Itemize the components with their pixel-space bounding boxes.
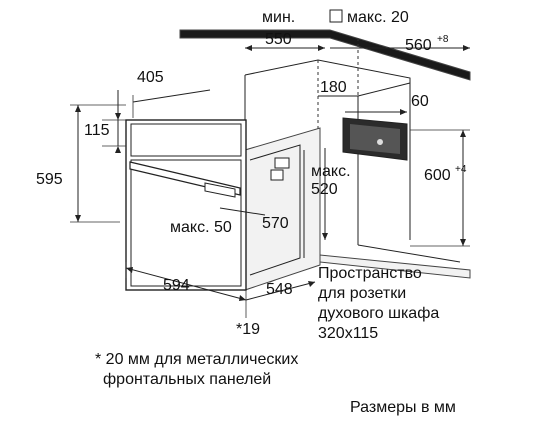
- label-405: 405: [137, 69, 164, 86]
- label-550: 550: [265, 31, 292, 48]
- dim-line-594: [125, 267, 247, 301]
- label-19: *19: [236, 321, 260, 338]
- cabinet-top-slab: [179, 29, 471, 81]
- oven-control-panel: [130, 123, 242, 157]
- label-min: мин.: [262, 9, 295, 26]
- oven-handle-grip: [204, 182, 236, 198]
- socket-note-line1: Пространство: [318, 265, 422, 282]
- oven-side-panel: [244, 127, 321, 291]
- label-520: 520: [311, 181, 338, 198]
- label-560: 560: [405, 37, 432, 54]
- footnote-line1: * 20 мм для металлических: [95, 351, 298, 368]
- cabinet-back-edge: [244, 59, 411, 83]
- label-max20: макс. 20: [347, 9, 409, 26]
- labels: мин. макс. 20 550 560 +8 405 180 60 115 …: [36, 9, 467, 416]
- label-560-tol: +8: [437, 34, 449, 45]
- cabinet-floor-back: [357, 244, 461, 263]
- label-570: 570: [262, 215, 289, 232]
- socket-plug-icon: [377, 139, 383, 145]
- dim-line-max50: [219, 207, 266, 216]
- label-600: 600: [424, 167, 451, 184]
- units-note: Размеры в мм: [350, 399, 456, 416]
- label-60: 60: [411, 93, 429, 110]
- socket-note-line4: 320x115: [318, 325, 378, 342]
- label-max: макс.: [311, 163, 351, 180]
- socket-note-line3: духового шкафа: [318, 305, 439, 322]
- socket-note-line2: для розетки: [318, 285, 406, 302]
- socket-inner-shape: [350, 124, 400, 154]
- label-594: 594: [163, 277, 190, 294]
- dim-line-405: [132, 89, 211, 103]
- label-600-tol: +4: [455, 164, 467, 175]
- label-max50: макс. 50: [170, 219, 232, 236]
- label-595: 595: [36, 171, 63, 188]
- footnote-line2: фронтальных панелей: [103, 371, 271, 388]
- oven-side-inner: [249, 144, 301, 276]
- dimension-lines: [70, 38, 470, 318]
- label-548: 548: [266, 281, 293, 298]
- label-180: 180: [320, 79, 347, 96]
- mount-bracket-lower: [270, 169, 284, 181]
- socket-space: [342, 117, 408, 161]
- oven-body: [125, 119, 321, 291]
- dim-line-548: [245, 281, 316, 301]
- mount-bracket-upper: [274, 157, 290, 169]
- max20-checkbox-icon: [329, 9, 343, 23]
- cabinet-top-inner: [357, 82, 411, 97]
- label-115: 115: [84, 122, 110, 139]
